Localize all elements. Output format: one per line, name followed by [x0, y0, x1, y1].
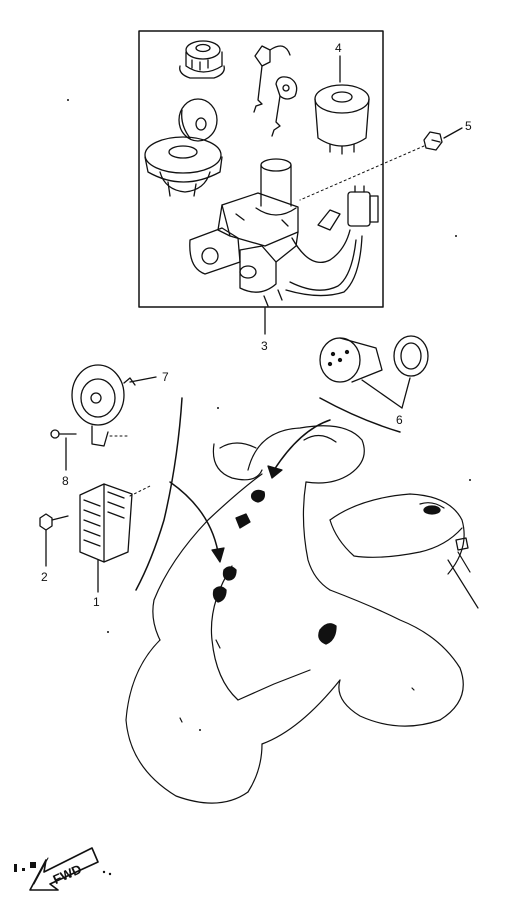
leader-line-1-to-bike: [129, 485, 151, 497]
callout-2: 2: [41, 570, 48, 584]
leader-line-6a: [361, 379, 403, 409]
tail-lamp-mark: [423, 505, 441, 515]
cap-disc-part: [178, 98, 218, 142]
bolt-part: [423, 131, 443, 151]
arrow-regulator-to-bike: [169, 481, 219, 553]
leader-line-5: [443, 127, 463, 139]
horn-part: [71, 364, 136, 447]
flasher-relay-part: [319, 335, 429, 383]
screw-part: [50, 429, 77, 439]
scan-specks: [67, 99, 471, 731]
mounting-points: [212, 489, 469, 645]
mount-point-relay: [250, 489, 266, 503]
turn-signal-mark: [455, 537, 469, 551]
callout-5: 5: [465, 119, 472, 133]
arrow-head-relay: [267, 465, 283, 479]
arrow-head-regulator: [211, 547, 225, 563]
motorcycle-outline: [125, 425, 479, 804]
arrow-relay-to-bike: [273, 419, 331, 471]
regulator-part: [79, 483, 133, 563]
mount-point-switch: [235, 513, 251, 529]
small-bolt-part: [39, 513, 69, 531]
callout-4: 4: [335, 41, 342, 55]
harness-curve-right: [319, 397, 401, 433]
callout-8: 8: [62, 474, 69, 488]
leader-line-7: [129, 376, 157, 383]
harness-curve-left: [135, 397, 183, 591]
mount-point-regulator: [212, 586, 227, 603]
switch-wiring-part: [285, 185, 379, 297]
lock-cylinder-part: [179, 40, 225, 79]
mount-point-horn: [222, 566, 237, 581]
mount-point-rear: [318, 623, 337, 645]
forward-arrow: FWD: [29, 847, 99, 891]
callout-1: 1: [93, 595, 100, 609]
callout-3: 3: [261, 339, 268, 353]
ignition-switch-part: [189, 158, 299, 307]
forward-arrow-label: FWD: [51, 861, 84, 887]
key-part: [253, 45, 298, 137]
callout-7: 7: [162, 370, 169, 384]
leader-line-6b: [401, 377, 411, 409]
socket-part: [314, 84, 370, 155]
fwd-specks: [14, 862, 112, 876]
lock-base-part: [144, 136, 223, 197]
callout-6: 6: [396, 413, 403, 427]
ignition-kit-frame: [138, 30, 384, 308]
